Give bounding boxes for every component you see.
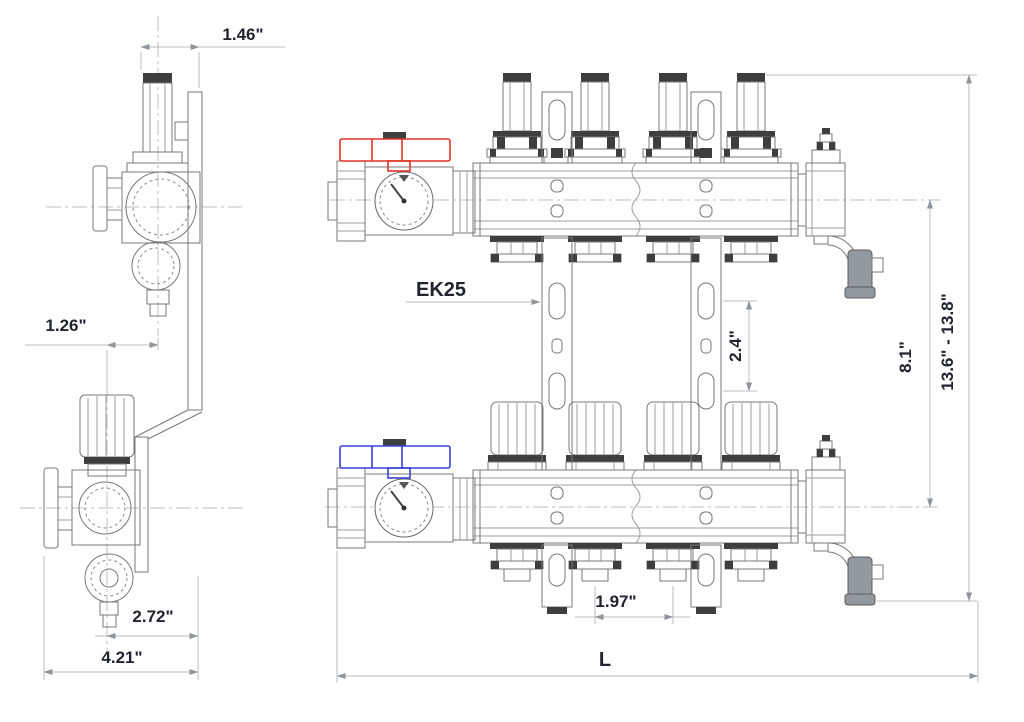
break-line-return bbox=[631, 469, 641, 544]
dim-136-138: 13.6" - 13.8" bbox=[766, 74, 977, 602]
supply-balancing-dial bbox=[374, 171, 434, 231]
dim-81: 8.1" bbox=[896, 199, 933, 508]
side-mounting-bracket bbox=[134, 91, 203, 573]
supply-ball-valve bbox=[327, 131, 476, 242]
dim-label-126: 1.26" bbox=[45, 316, 86, 335]
dim-label-272: 2.72" bbox=[132, 607, 173, 626]
dim-272: 2.72" bbox=[95, 576, 199, 680]
dim-197: 1.97" bbox=[575, 586, 690, 624]
dim-label-24: 2.4" bbox=[726, 330, 745, 362]
dim-ek25: EK25 bbox=[406, 279, 541, 305]
dim-length: L bbox=[336, 551, 979, 683]
dim-label-136-138: 13.6" - 13.8" bbox=[938, 293, 957, 390]
side-view: 1.46" 1.26" 2.72" 4.21" bbox=[20, 16, 285, 680]
dim-label-197: 1.97" bbox=[595, 592, 636, 611]
dim-label-146: 1.46" bbox=[222, 25, 263, 44]
break-line-supply bbox=[631, 162, 641, 237]
front-view: EK25 2.4" 8.1" 13.6" - 13.8" 1.97" bbox=[325, 72, 979, 683]
dim-label-length: L bbox=[599, 649, 611, 671]
return-ball-valve bbox=[327, 438, 476, 549]
dim-24: 2.4" bbox=[723, 300, 757, 392]
return-end-block bbox=[797, 435, 884, 606]
dim-146: 1.46" bbox=[140, 25, 285, 88]
side-flow-meter-valve bbox=[92, 73, 201, 317]
dim-label-ek25: EK25 bbox=[416, 279, 466, 301]
side-actuator-valve bbox=[43, 394, 141, 628]
supply-end-block bbox=[797, 128, 884, 299]
return-balancing-dial bbox=[374, 478, 434, 538]
dim-126: 1.26" bbox=[25, 316, 159, 390]
dim-421: 4.21" bbox=[43, 556, 199, 680]
dim-label-81: 8.1" bbox=[896, 341, 915, 373]
dim-label-421: 4.21" bbox=[101, 648, 142, 667]
